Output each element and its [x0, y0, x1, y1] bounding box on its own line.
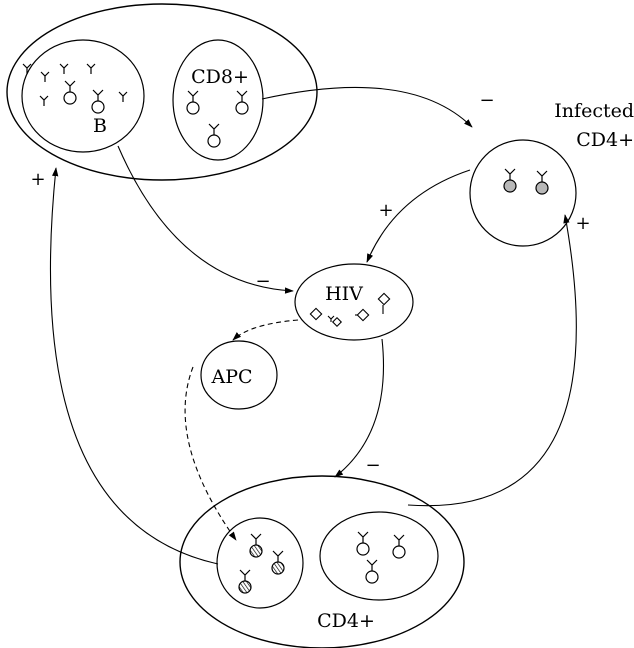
activated-cd4-icon [249, 533, 263, 558]
cd4-resting-subgroup [319, 511, 439, 601]
activated-cd4-icon [238, 569, 252, 594]
cd8-cell-icon [186, 90, 200, 115]
antibody-icon [118, 91, 128, 102]
antibody-icon [40, 71, 50, 82]
sign-hiv-to-cd4: − [365, 455, 380, 476]
infected-cell-icons [503, 168, 549, 195]
cd8-cell-icon [235, 90, 249, 115]
sign-cd8-to-infected: − [479, 90, 494, 111]
b-cell-icon [91, 89, 105, 114]
antibody-icon [22, 63, 32, 74]
b-cell-node: B [21, 39, 145, 153]
sign-cd4-to-bcd8: + [30, 169, 45, 190]
hiv-label: HIV [325, 283, 363, 305]
antibody-icon [59, 63, 69, 74]
infected-cd4-label-line1: Infected [554, 100, 634, 122]
sign-b-to-hiv: − [255, 271, 270, 292]
resting-cd4-icons [356, 531, 406, 584]
hiv-ellipse [294, 263, 414, 341]
edge-cd8-to-infected [261, 86, 473, 128]
b-cell-icon [63, 80, 77, 105]
cd4-activated-subgroup [216, 517, 304, 609]
b-cd8-group: B [6, 3, 318, 181]
apc-label: APC [210, 366, 252, 388]
b-cell-label: B [93, 115, 107, 137]
b-cell-ellipse [21, 39, 145, 153]
resting-cd4-icon [356, 531, 370, 556]
infected-cd4-label-line2: CD4+ [576, 129, 634, 151]
cd8-node: CD8+ [172, 39, 264, 161]
cd8-label: CD8+ [191, 66, 249, 88]
edge-signs: − + − − + + [30, 90, 590, 476]
virion-icon [327, 315, 343, 328]
antibody-icon [39, 95, 49, 106]
virion-icons [309, 292, 391, 328]
virion-icon [355, 308, 370, 322]
edge-hiv-to-apc [232, 319, 299, 341]
antibody-icon [86, 63, 96, 74]
edge-hiv-to-cd4 [334, 338, 385, 478]
b-cd8-outer-ellipse [6, 3, 318, 181]
sign-cd4-to-infected: + [575, 213, 590, 234]
virion-icon [309, 307, 323, 321]
cd8-cell-icon [207, 123, 221, 148]
apc-node: APC [200, 340, 278, 410]
infected-cd4-node: Infected CD4+ [469, 100, 634, 247]
virion-icon [377, 292, 391, 314]
cd4-outer-ellipse [179, 475, 465, 648]
edges [50, 86, 577, 565]
resting-cd4-icon [365, 559, 379, 584]
cd8-cell-icons [186, 90, 249, 148]
apc-ellipse [200, 340, 278, 410]
cd8-ellipse [172, 39, 264, 161]
activated-cd4-icons [238, 533, 285, 594]
edge-infected-to-hiv [366, 169, 471, 263]
resting-cd4-icon [392, 534, 406, 559]
infected-cd4-ellipse [469, 139, 577, 247]
edge-apc-to-cd4 [184, 366, 237, 541]
b-cell-icons [63, 80, 105, 114]
edge-b-to-hiv [117, 145, 294, 294]
edge-cd4-to-infected [407, 214, 577, 507]
edge-cd4-to-bcd8 [50, 167, 219, 565]
activated-cd4-icon [271, 550, 285, 575]
hiv-node: HIV [294, 263, 414, 341]
cd4-node: CD4+ [179, 475, 465, 648]
sign-infected-to-hiv: + [378, 200, 393, 221]
cd4-label: CD4+ [317, 610, 375, 632]
antibody-icons [22, 63, 128, 106]
infected-cell-icon [503, 168, 517, 193]
infected-cell-icon [535, 170, 549, 195]
